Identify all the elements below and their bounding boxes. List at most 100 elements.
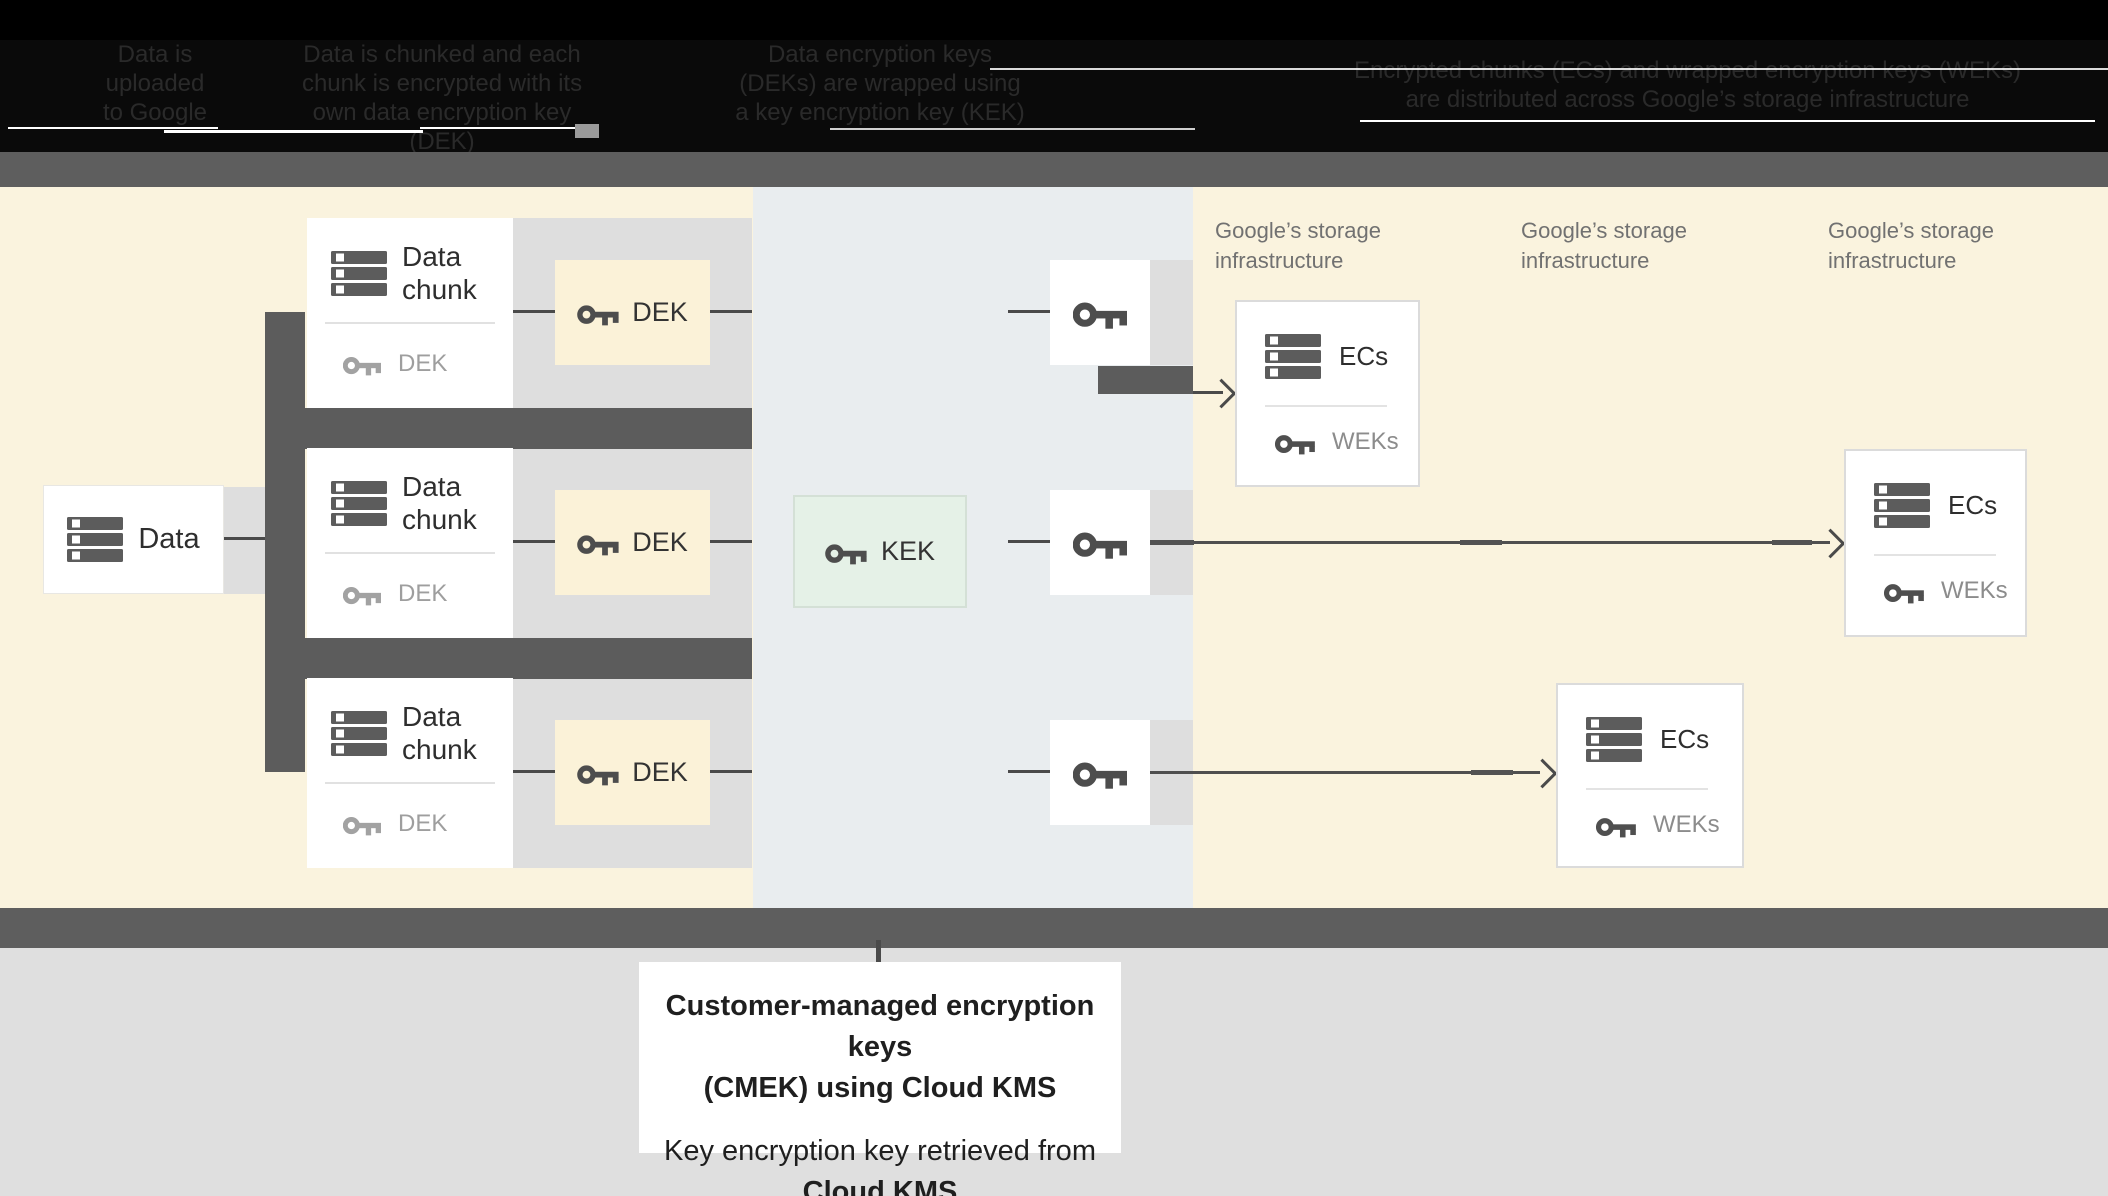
key-icon — [343, 581, 381, 607]
ecs-top-row: ECs — [1874, 483, 1997, 528]
dek-box-2: DEK — [555, 490, 710, 595]
trunk-connector — [265, 312, 305, 772]
caption-line: uploaded — [105, 70, 205, 97]
database-icon — [331, 710, 387, 756]
redacted-line — [1360, 120, 2095, 122]
weks-label: WEKs — [1653, 811, 1720, 838]
database-icon — [331, 250, 387, 296]
card-key-row: DEK — [343, 580, 447, 608]
row1-line — [513, 310, 555, 313]
card-divider — [325, 322, 495, 324]
divider-band-bottom — [0, 908, 2108, 948]
kek-box: KEK — [793, 495, 967, 608]
key-icon — [825, 538, 867, 566]
row1-thick-connector — [1098, 366, 1193, 394]
ecs-key-row: WEKs — [1275, 428, 1399, 456]
card-divider — [1874, 554, 1996, 556]
caption-step-3: Data encryption keys (DEKs) are wrapped … — [735, 40, 1025, 127]
caption-card: Customer-managed encryption keys (CMEK) … — [639, 962, 1121, 1196]
key-icon — [577, 759, 619, 787]
caption-title-line: Customer-managed encryption keys — [665, 990, 1095, 1063]
chunk-title-line: chunk — [402, 734, 477, 765]
keyop-box-3 — [1050, 720, 1150, 825]
row2-arrow-dash — [1460, 539, 1502, 545]
dek-label: DEK — [632, 757, 688, 787]
key-icon — [1275, 429, 1315, 456]
row3-line — [710, 770, 752, 773]
database-icon — [67, 517, 124, 562]
redacted-block — [575, 124, 599, 138]
caption-title-line: (CMEK) using Cloud KMS — [703, 1072, 1057, 1104]
storage-label-1: Google’s storage infrastructure — [1215, 216, 1465, 276]
redacted-line — [420, 127, 595, 129]
header-caption-bar: Data is uploaded to Google Data is chunk… — [0, 0, 2108, 155]
redacted-line — [164, 130, 423, 133]
dek-label: DEK — [632, 527, 688, 557]
ecs-key-row: WEKs — [1596, 811, 1720, 839]
caption-step-1: Data is uploaded to Google — [55, 40, 255, 127]
chunk-title-line: Data — [402, 471, 462, 502]
storage-label-2: Google’s storage infrastructure — [1521, 216, 1771, 276]
key-icon — [1884, 578, 1924, 605]
caption-line: Encrypted chunks (ECs) and wrapped encry… — [1354, 57, 2021, 84]
chunk-dek-label: DEK — [398, 580, 448, 607]
chunk-title: Data chunk — [402, 240, 477, 306]
caption-step-2: Data is chunked and each chunk is encryp… — [277, 40, 607, 156]
divider-band-top — [0, 152, 2108, 187]
ecs-label: ECs — [1339, 341, 1389, 371]
chunk-title-line: Data — [402, 241, 462, 272]
card-top-row: Data chunk — [331, 240, 477, 306]
row1-arrow-line — [1193, 391, 1223, 394]
caption-line: own data encryption key (DEK) — [312, 99, 572, 155]
data-chunk-card-2: Data chunk DEK — [307, 448, 513, 638]
database-icon — [1874, 483, 1930, 528]
storage-label-line: Google’s storage — [1215, 218, 1381, 243]
row2-line — [710, 540, 752, 543]
row3-line — [1008, 770, 1050, 773]
ecs-label: ECs — [1660, 724, 1710, 754]
ecs-key-row: WEKs — [1884, 577, 2008, 605]
caption-line: a key encryption key (KEK) — [735, 99, 1025, 126]
row2-arrow-dash — [1772, 539, 1812, 545]
caption-line: chunk is encrypted with its — [301, 70, 583, 97]
chunk-title-line: chunk — [402, 504, 477, 535]
ecs-box-2: ECs WEKs — [1844, 449, 2027, 637]
header-top-strip — [0, 0, 2108, 40]
data-row-band — [224, 487, 267, 594]
key-icon — [1073, 524, 1127, 561]
dek-box-1: DEK — [555, 260, 710, 365]
row-gap-connector — [265, 408, 752, 449]
key-icon — [1596, 812, 1636, 839]
chunk-title-line: Data — [402, 701, 462, 732]
caption-body-line: Cloud KMS — [802, 1176, 958, 1196]
weks-label: WEKs — [1941, 577, 2008, 604]
ecs-top-row: ECs — [1265, 334, 1388, 379]
row1-line — [1008, 310, 1050, 313]
caption-line: (DEKs) are wrapped using — [739, 70, 1021, 97]
card-divider — [325, 552, 495, 554]
dek-label: DEK — [632, 297, 688, 327]
storage-label-3: Google’s storage infrastructure — [1828, 216, 2078, 276]
row3-arrow-line — [1150, 771, 1540, 774]
storage-label-line: infrastructure — [1215, 248, 1344, 273]
keyop-shadow — [1150, 260, 1193, 365]
keyop-box-1 — [1050, 260, 1150, 365]
card-divider — [325, 782, 495, 784]
caption-body-line: Key encryption key retrieved from — [664, 1135, 1096, 1167]
storage-label-line: infrastructure — [1828, 248, 1957, 273]
ecs-box-3: ECs WEKs — [1556, 683, 1744, 868]
database-icon — [1265, 334, 1321, 379]
chunk-title: Data chunk — [402, 470, 477, 536]
row3-line — [513, 770, 555, 773]
chunk-dek-label: DEK — [398, 350, 448, 377]
data-to-trunk-line — [224, 537, 265, 540]
key-icon — [577, 299, 619, 327]
card-divider — [1265, 405, 1387, 407]
row3-arrow-dash — [1471, 769, 1513, 775]
database-icon — [1586, 717, 1642, 762]
dek-box-3: DEK — [555, 720, 710, 825]
redacted-line — [830, 128, 1195, 130]
data-box: Data — [43, 485, 224, 594]
ecs-label: ECs — [1948, 490, 1998, 520]
ecs-box-1: ECs WEKs — [1235, 300, 1420, 487]
